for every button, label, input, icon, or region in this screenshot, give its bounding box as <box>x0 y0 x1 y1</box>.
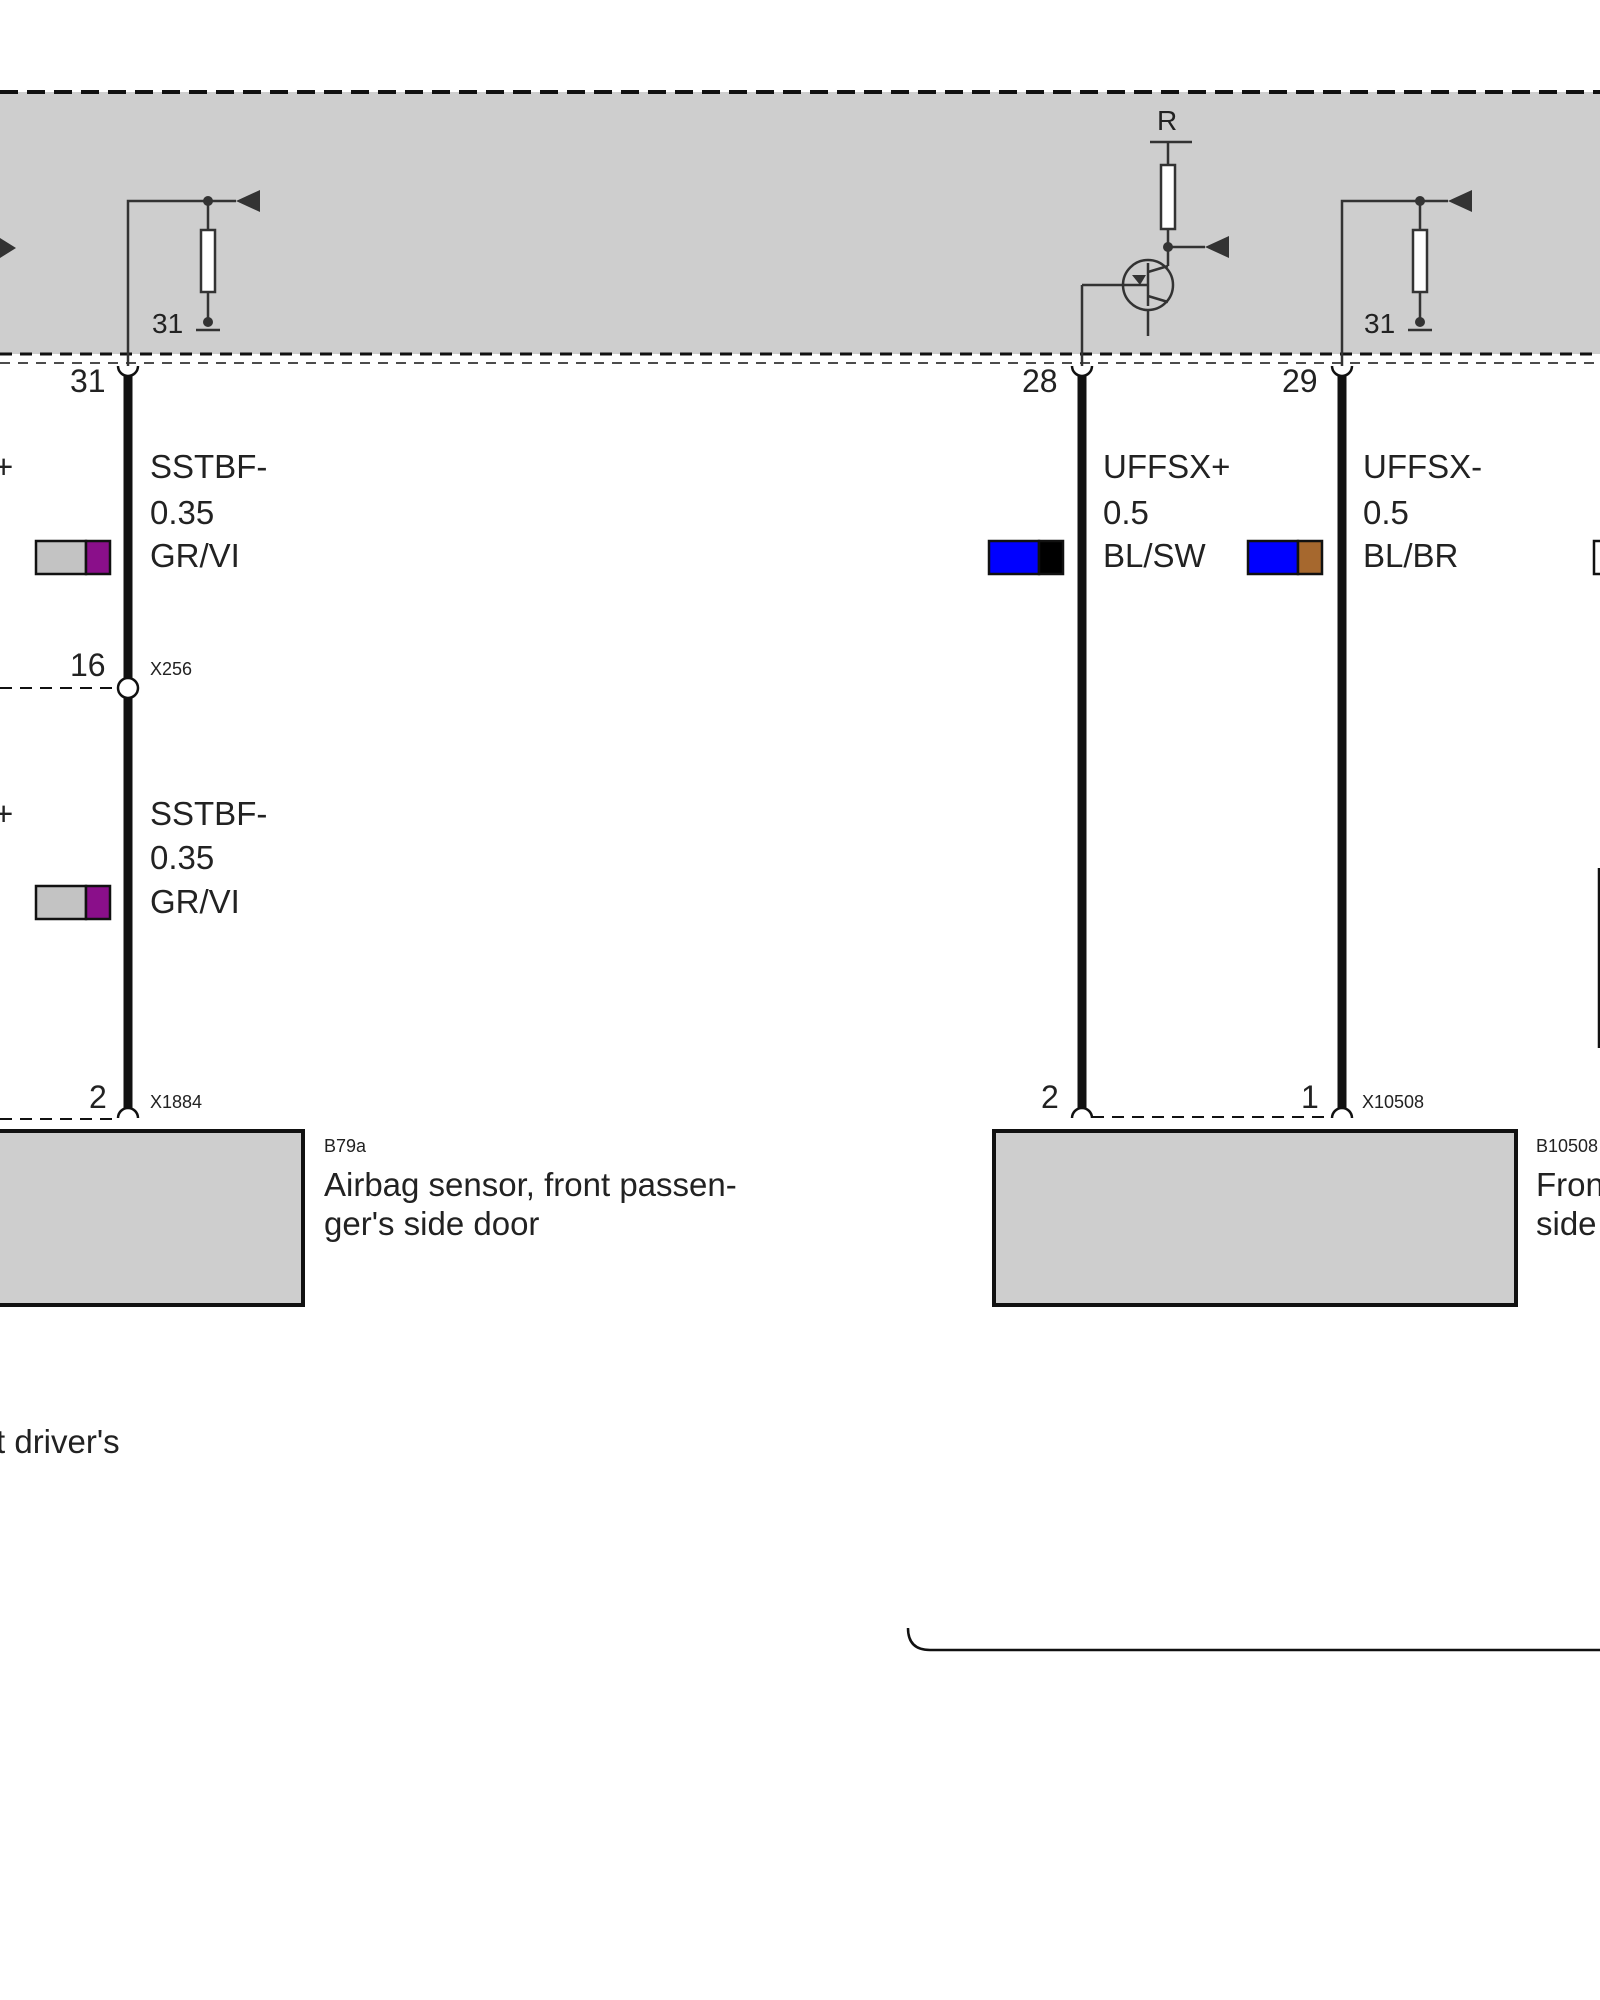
wire-color-swatch <box>34 884 112 921</box>
junction-dot <box>203 317 213 327</box>
connector-x10508: X10508 <box>1362 1092 1424 1112</box>
pin-2-right: 2 <box>1041 1079 1059 1115</box>
edge-mark: + <box>0 448 13 485</box>
transistor-emitter-arrow-icon <box>1132 275 1146 285</box>
transistor-circuit <box>1080 140 1205 366</box>
right-pulldown-circuit <box>1340 199 1448 366</box>
wire-gauge: 0.35 <box>150 494 214 531</box>
pin-31: 31 <box>70 363 106 399</box>
wire-gauge: 0.5 <box>1363 494 1409 531</box>
wire-signal: UFFSX- <box>1363 448 1482 485</box>
component-b10508-id: B10508 <box>1536 1136 1598 1156</box>
footnote-fragment: t driver's <box>0 1423 120 1460</box>
wire-signal: SSTBF- <box>150 448 267 485</box>
wire-color-code: GR/VI <box>150 883 240 920</box>
module-body <box>0 92 1600 354</box>
signal-arrow-icon <box>236 190 260 212</box>
connector-x1884: X1884 <box>150 1092 202 1112</box>
wire-signal: UFFSX+ <box>1103 448 1230 485</box>
component-b79a-box <box>0 1129 305 1307</box>
resistor-label: R <box>1157 105 1177 136</box>
wires <box>123 370 1347 1108</box>
wire-signal: SSTBF- <box>150 795 267 832</box>
wire-color-swatch <box>1246 539 1324 576</box>
connector-x256: X256 <box>150 659 192 679</box>
edge-mark-lower: + <box>0 795 13 832</box>
junction-dot <box>1163 242 1173 252</box>
component-b10508-name: Fron <box>1536 1166 1600 1203</box>
component-b79a-name: Airbag sensor, front passen- <box>324 1166 737 1203</box>
component-b79a-id: B79a <box>324 1136 367 1156</box>
pin-2-left: 2 <box>89 1079 107 1115</box>
ground-label-left: 31 <box>152 308 183 339</box>
pin-16: 16 <box>70 647 106 683</box>
ground-label-right: 31 <box>1364 308 1395 339</box>
component-b10508-box <box>992 1129 1518 1307</box>
signal-arrow-icon <box>1205 236 1229 258</box>
edge-swatch-fragment <box>1592 539 1600 576</box>
wire-color-swatch <box>987 539 1065 576</box>
connector-lines <box>0 687 1332 1120</box>
junction-dot <box>1415 196 1425 206</box>
pin-28: 28 <box>1022 363 1058 399</box>
pin-1: 1 <box>1301 1079 1319 1115</box>
control-module: 31 R <box>0 90 1600 366</box>
wire-color-code: BL/SW <box>1103 537 1207 574</box>
edge-arrow-icon <box>0 238 16 258</box>
wire-color-code: GR/VI <box>150 537 240 574</box>
pin-29: 29 <box>1282 363 1318 399</box>
junction-dot <box>203 196 213 206</box>
signal-arrow-icon <box>1448 190 1472 212</box>
wire-color-code: BL/BR <box>1363 537 1458 574</box>
wire-color-swatch <box>34 539 112 576</box>
component-b79a-name-2: ger's side door <box>324 1205 539 1242</box>
junction-dot <box>1415 317 1425 327</box>
group-bracket <box>906 1627 1600 1652</box>
wire-gauge: 0.5 <box>1103 494 1149 531</box>
component-b10508-name-2: side <box>1536 1205 1597 1242</box>
pin-terminals <box>116 365 1354 1119</box>
wire-gauge: 0.35 <box>150 839 214 876</box>
